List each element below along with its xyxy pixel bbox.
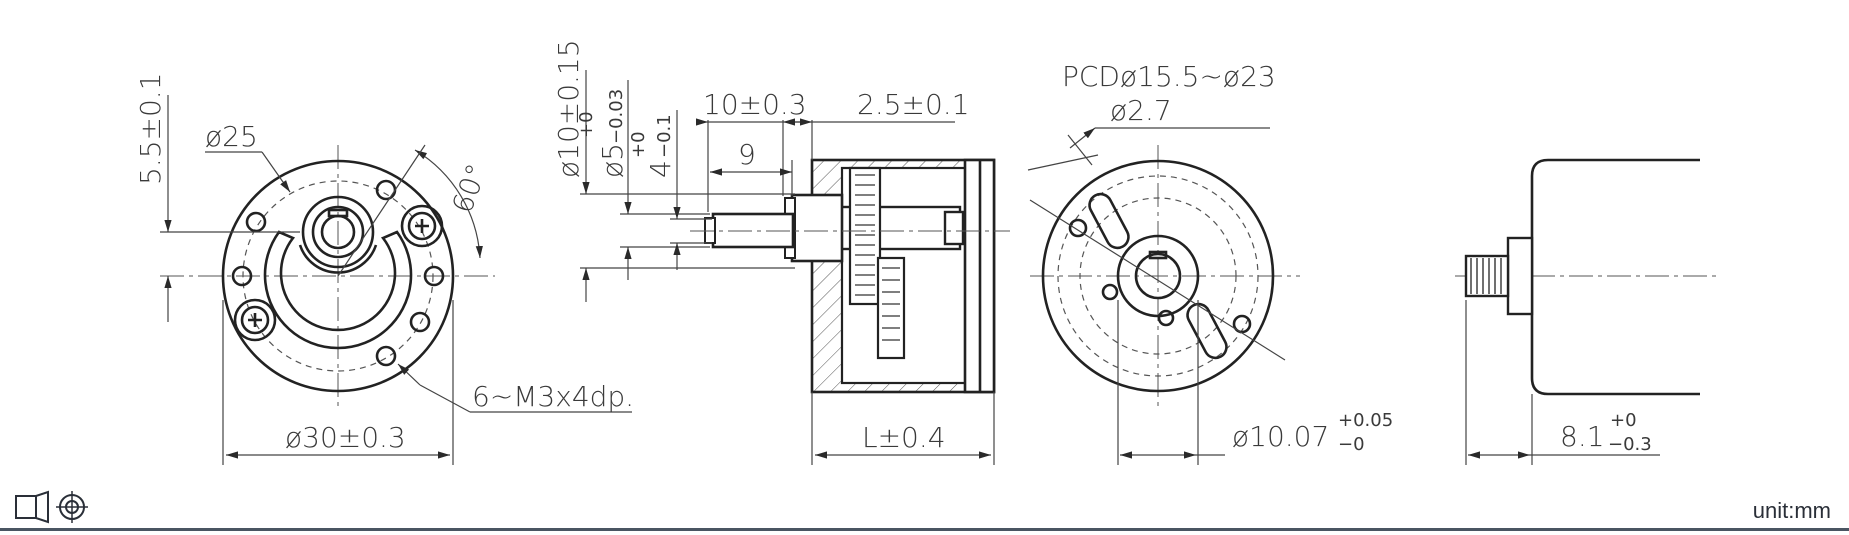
dim-holes-text: 6~M3x4dp. bbox=[472, 380, 634, 413]
dim-boss-tol-lower-text: −0 bbox=[1338, 434, 1365, 455]
dim-shaft5-base-text: ø5 bbox=[596, 143, 629, 178]
dim-outer-dia-text: ø30±0.3 bbox=[285, 421, 406, 454]
dim-boss-tol-upper-text: +0.05 bbox=[1338, 410, 1393, 431]
dim-len25-text: 2.5±0.1 bbox=[857, 88, 970, 121]
dim-shaft10-text: ø10±0.15 bbox=[552, 39, 585, 178]
dim-hole-text: ø2.7 bbox=[1110, 94, 1172, 127]
dim-motor-len-tol-lower-text: −0.3 bbox=[1608, 434, 1652, 455]
dim-flat-tol-lower-text: −0.1 bbox=[654, 114, 675, 158]
dim-boss-base-text: ø10.07 bbox=[1232, 420, 1329, 453]
dim-inner-dia-text: ø25 bbox=[205, 120, 258, 153]
dim-shaft5-tol-lower-text: −0.03 bbox=[606, 89, 627, 144]
dim-len10-text: 10±0.3 bbox=[703, 88, 807, 121]
dim-pcd-text: PCDø15.5~ø23 bbox=[1062, 60, 1276, 93]
bottom-rule bbox=[0, 528, 1849, 531]
dim-shaft5-tol-upper-text: +0 bbox=[576, 111, 597, 138]
third-angle-projection-icon bbox=[15, 490, 49, 524]
dim-motor-len-tol-upper-text: +0 bbox=[1610, 410, 1637, 431]
dim-len9-text: 9 bbox=[738, 138, 756, 171]
crosshair-circle-icon bbox=[56, 491, 88, 523]
rear-view: PCDø15.5~ø23 ø2.7 ø10.07 +0.05 −0 bbox=[1027, 60, 1393, 465]
dim-motor-len-base-text: 8.1 bbox=[1560, 420, 1605, 453]
dim-length-text: L±0.4 bbox=[862, 421, 946, 454]
dim-flat-base-text: 4 bbox=[644, 160, 677, 178]
projection-symbols bbox=[15, 490, 88, 524]
unit-label: unit:mm bbox=[1752, 498, 1831, 523]
dim-flat-tol-upper-text: +0 bbox=[628, 131, 649, 158]
dim-height-text: 5.5±0.1 bbox=[134, 72, 167, 185]
side-view: ø10±0.15 ø5 +0 −0.03 4 +0 −0.1 10±0.3 bbox=[552, 39, 1010, 465]
dim-angle-text: 60° bbox=[446, 159, 494, 217]
motor-view: 8.1 +0 −0.3 bbox=[1455, 158, 1720, 465]
